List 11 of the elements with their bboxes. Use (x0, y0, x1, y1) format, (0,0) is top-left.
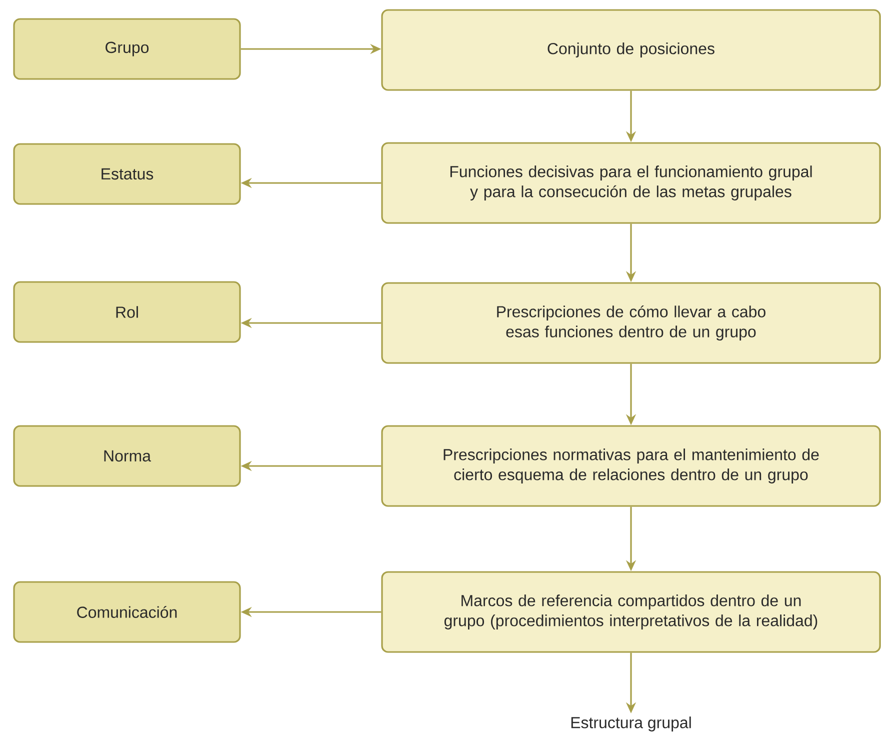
description-box: Funciones decisivas para el funcionamiento grupal y para la consecución de las metas grupales (381, 142, 881, 224)
description-box: Marcos de referencia compartidos dentro de un grupo (procedimientos interpretativos de la realidad) (381, 571, 881, 653)
description-box: Conjunto de posiciones (381, 9, 881, 91)
concept-box: Grupo (13, 18, 241, 80)
concept-box: Rol (13, 281, 241, 343)
concept-box: Norma (13, 425, 241, 487)
description-box: Prescripciones normativas para el mantenimiento de cierto esquema de relaciones dentro de un grupo (381, 425, 881, 507)
concept-box: Estatus (13, 143, 241, 205)
result-text: Estructura grupal (571, 716, 691, 732)
description-box: Prescripciones de cómo llevar a cabo esas funciones dentro de un grupo (381, 282, 881, 364)
concept-box: Comunicación (13, 581, 241, 643)
